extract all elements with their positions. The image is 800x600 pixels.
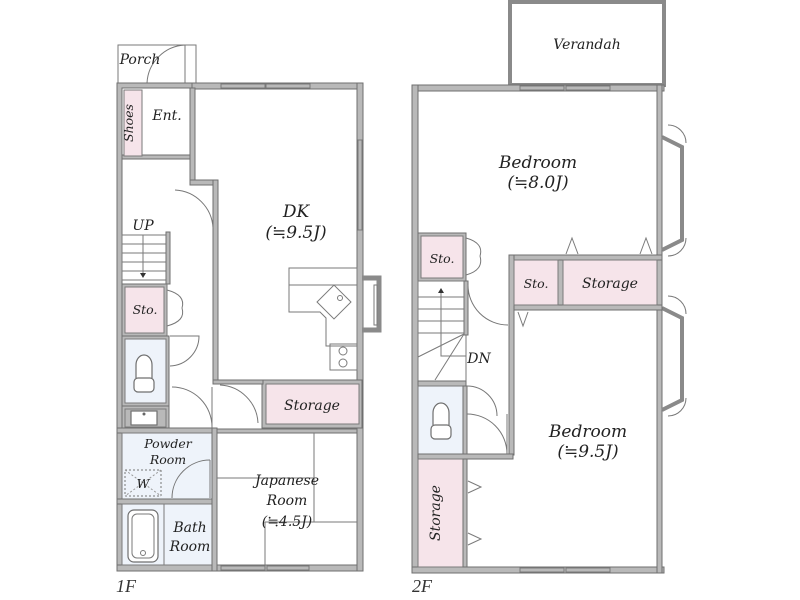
bay-window-lower <box>661 295 687 417</box>
storage-closet-2f-a <box>420 235 464 279</box>
bay-window-upper <box>661 124 687 257</box>
arrow-up-icon <box>438 288 444 293</box>
storage-1f <box>265 383 360 425</box>
stairs-down-label: DN <box>466 351 491 367</box>
storage-2f-tall <box>417 458 464 568</box>
entrance-label: Ent. <box>151 108 181 124</box>
kitchen-counter <box>288 267 358 347</box>
porch-label: Porch <box>119 52 161 68</box>
bedroom-2-label: Bedroom <box>548 422 627 442</box>
bath-room-label-2: Room <box>169 539 211 555</box>
arrow-down-icon <box>140 273 146 278</box>
window <box>220 565 266 571</box>
sink-icon <box>130 410 158 426</box>
floor-1-label: 1F <box>116 576 137 596</box>
window <box>565 85 611 91</box>
shoes-label: Shoes <box>121 104 136 142</box>
bedroom-1-label: Bedroom <box>498 153 577 173</box>
dk-size: (≒9.5J) <box>265 223 326 243</box>
storage-closet-label: Sto. <box>133 302 158 317</box>
storage-2f-wide <box>562 259 658 306</box>
storage-closet-1f <box>124 286 165 334</box>
closet-doors <box>166 289 184 327</box>
wall-interior <box>189 87 196 184</box>
storage-2f-wide-label: Storage <box>582 276 638 292</box>
floor-2: Verandah Bedroom (≒8.0J) Sto. <box>411 0 687 596</box>
wall-2f-left <box>411 84 419 574</box>
toilet-door-swing <box>466 385 498 417</box>
porch-door-swing <box>146 44 186 84</box>
powder-room-label-1: Powder <box>143 436 193 451</box>
storage-door-swing <box>219 384 259 424</box>
toilet-icon <box>432 402 450 425</box>
storage-closet-2f-b-label: Sto. <box>524 276 549 291</box>
window <box>565 567 611 573</box>
storage-closet-2f-b <box>513 259 559 306</box>
wall-interior <box>165 231 171 285</box>
window <box>519 85 565 91</box>
stove-icon <box>329 343 358 371</box>
dk-label: DK <box>282 202 311 222</box>
wall-2f-bottom <box>411 566 665 574</box>
window <box>266 565 310 571</box>
bath-door-swing <box>171 459 211 499</box>
shoes-cabinet <box>123 89 143 157</box>
storage-2f-tall-label: Storage <box>428 485 444 541</box>
window <box>357 139 363 231</box>
japanese-room-size: (≒4.5J) <box>262 514 313 530</box>
floor-1: Shoes Ent. Porch UP Sto. <box>116 44 382 596</box>
washer-space <box>124 469 162 497</box>
floor-2-label: 2F <box>412 576 433 596</box>
bedroom-1-size: (≒8.0J) <box>507 173 568 193</box>
kitchen-bay <box>362 275 382 333</box>
dk-door-swing <box>174 189 214 229</box>
verandah-label: Verandah <box>553 37 621 53</box>
hall-door-swing <box>171 386 213 428</box>
window <box>519 567 565 573</box>
window <box>220 83 266 89</box>
toilet-icon <box>135 354 153 378</box>
washer-label: W <box>137 476 151 491</box>
bathtub-icon <box>127 509 159 563</box>
stairs-down <box>417 280 467 382</box>
wall-interior <box>212 179 219 381</box>
bath-room-label-1: Bath <box>172 520 206 536</box>
storage-1f-label: Storage <box>284 398 340 414</box>
stair-door-swing <box>467 284 509 326</box>
stairs-up-label: UP <box>132 218 154 234</box>
bedroom-door-swing <box>466 413 508 455</box>
toilet-door-swing <box>169 335 200 367</box>
bedroom-2-size: (≒9.5J) <box>557 442 618 462</box>
window <box>265 83 311 89</box>
kitchen-sink-icon <box>316 284 352 320</box>
storage-closet-2f-a-label: Sto. <box>430 251 455 266</box>
tatami-lines <box>217 433 357 565</box>
stairs-arrow <box>440 290 466 357</box>
wall-interior <box>121 154 191 160</box>
japanese-room-label-2: Room <box>266 493 308 509</box>
window <box>373 284 378 326</box>
wall-2f-right <box>656 84 663 574</box>
powder-room-label-2: Room <box>149 452 186 467</box>
powder-room <box>121 432 213 501</box>
japanese-room-label-1: Japanese <box>252 473 319 489</box>
